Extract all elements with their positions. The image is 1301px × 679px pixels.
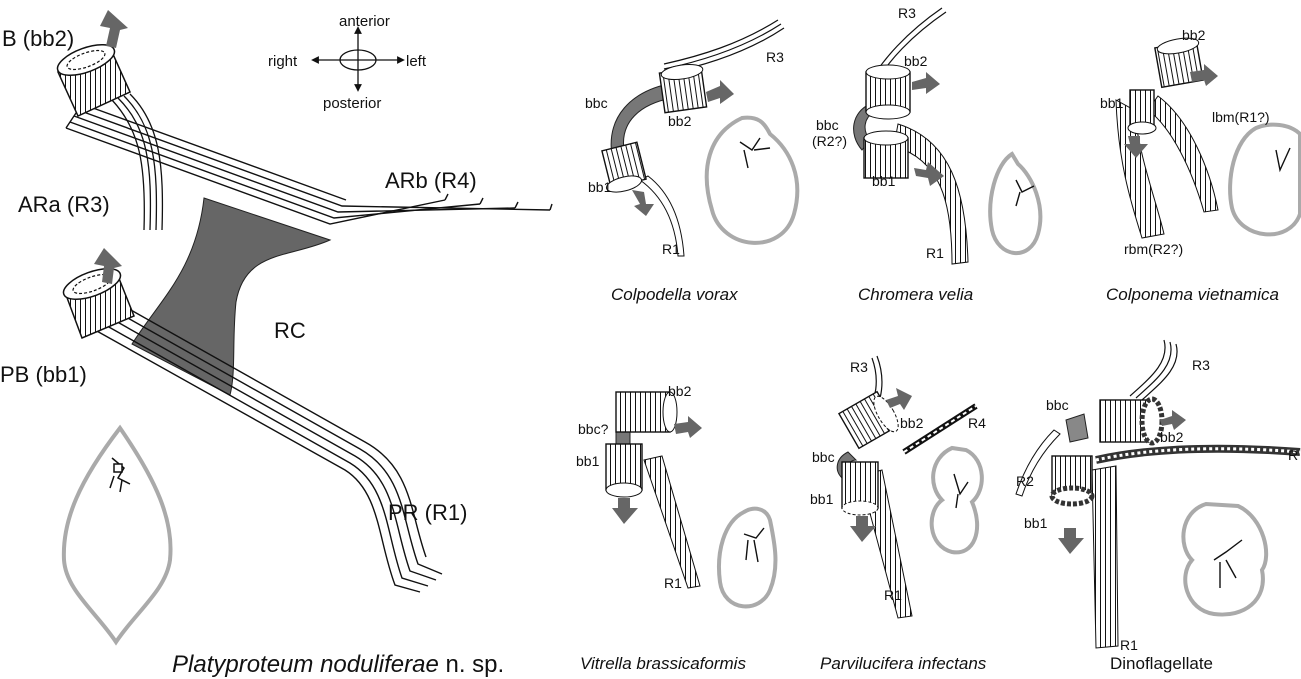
label-bb2: bb2 xyxy=(1160,429,1184,445)
label-bbc: bbc xyxy=(816,117,839,133)
label-bb1: bb1 xyxy=(588,179,612,195)
bb1-basal-body xyxy=(1052,456,1092,504)
caption: Chromera velia xyxy=(858,285,973,304)
label-r1: R1 xyxy=(926,245,944,261)
bb1-direction-arrow xyxy=(632,190,654,216)
label-arb: ARb (R4) xyxy=(385,168,477,193)
bb2-basal-body xyxy=(1100,399,1162,443)
cell-outline xyxy=(719,509,775,607)
compass-posterior: posterior xyxy=(323,95,381,112)
label-r1: R1 xyxy=(1120,637,1138,653)
label-r3: R3 xyxy=(1192,357,1210,373)
bb1-direction-arrow xyxy=(1058,528,1084,554)
label-r4: R4 xyxy=(968,415,986,431)
bb2-basal-body xyxy=(866,65,910,119)
bb2-direction-arrow xyxy=(912,72,940,94)
cell-flagellar-sketch xyxy=(954,474,968,508)
caption: Parvilucifera infectans xyxy=(820,654,987,673)
cell-outline xyxy=(707,118,798,243)
label-r1: R1 xyxy=(664,575,682,591)
label-bbc: bbc xyxy=(1046,397,1069,413)
label-r1: R1 xyxy=(662,241,680,257)
caption: Dinoflagellate xyxy=(1110,654,1213,673)
panel-dinoflagellate: R3 bbc bb2 R2 bb1 R1 R Dinoflagellate xyxy=(1016,340,1300,673)
label-bbc: bbc? xyxy=(578,421,609,437)
r1-root xyxy=(1092,466,1118,648)
caption: Colpodella vorax xyxy=(611,285,738,304)
label-r3: R3 xyxy=(898,5,916,21)
panel-vitrella-brassicaformis: bb2 bbc? bb1 R1 Vitrella brassicaformis xyxy=(576,383,775,673)
r3-root xyxy=(1130,340,1177,400)
label-ara: ARa (R3) xyxy=(18,192,110,217)
bb1-basal-body xyxy=(606,444,642,497)
bb1-basal-body xyxy=(842,462,878,515)
label-bb2: bb2 xyxy=(1182,27,1206,43)
main-caption-suffix: n. sp. xyxy=(439,651,504,678)
label-r3: R3 xyxy=(766,49,784,65)
main-panel: B (bb2) PB (bb1) ARa (R3) ARb (R4) RC PR… xyxy=(0,10,552,678)
label-rbm: rbm(R2?) xyxy=(1124,241,1183,257)
panel-parvilucifera-infectans: R3 bb2 R4 bbc bb1 R1 Parvilucifera infec… xyxy=(810,356,987,673)
label-bb2: bb2 xyxy=(668,383,692,399)
bbc-connector xyxy=(1066,414,1088,442)
panel-colpodella-vorax: bbc bb2 bb1 R3 R1 Colpodella vorax xyxy=(585,20,797,304)
label-r4: R xyxy=(1288,447,1298,463)
bb2-basal-body xyxy=(659,62,706,113)
label-bbc-r2: (R2?) xyxy=(812,133,847,149)
bb1-basal-body xyxy=(1128,90,1156,134)
label-bb2: bb2 xyxy=(668,113,692,129)
cell-outline-main xyxy=(64,428,171,642)
bb2-direction-arrow xyxy=(1160,410,1186,430)
bb2-direction-arrow xyxy=(674,416,702,438)
bb2-direction-arrow xyxy=(886,388,912,410)
cell-flagellar-sketch xyxy=(740,138,770,168)
cell-flagellar-sketch xyxy=(744,528,764,562)
label-r1: R1 xyxy=(884,587,902,603)
arb-r4-root xyxy=(66,104,552,224)
label-pr: PR (R1) xyxy=(388,500,467,525)
bb1-basal-body xyxy=(60,262,134,338)
ara-r3-root xyxy=(112,94,162,230)
label-bb1: bb1 xyxy=(576,453,600,469)
label-r3: R3 xyxy=(850,359,868,375)
caption: Vitrella brassicaformis xyxy=(580,654,746,673)
cell-outline xyxy=(990,154,1040,253)
label-bbc: bbc xyxy=(812,449,835,465)
label-bb2: B (bb2) xyxy=(2,26,74,51)
cell-outline xyxy=(1183,504,1266,615)
r1-root xyxy=(644,456,700,588)
bb2-direction-arrow xyxy=(706,80,734,104)
label-bb2: bb2 xyxy=(904,53,928,69)
main-caption: Platyproteum noduliferae n. sp. xyxy=(172,651,504,678)
panel-colponema-vietnamica: bb2 bb1 lbm(R1?) rbm(R2?) Colponema viet… xyxy=(1100,27,1300,304)
label-bbc: bbc xyxy=(585,95,608,111)
cell-flagellar-sketch-main xyxy=(110,458,130,492)
label-bb1: bb1 xyxy=(810,491,834,507)
label-r2: R2 xyxy=(1016,473,1034,489)
label-lbm: lbm(R1?) xyxy=(1212,109,1270,125)
label-bb2: bb2 xyxy=(900,415,924,431)
bb1-basal-body xyxy=(864,131,908,178)
cell-outline xyxy=(1230,125,1300,235)
label-bb1: bb1 xyxy=(872,173,896,189)
compass-anterior: anterior xyxy=(339,13,390,30)
bb1-direction-arrow xyxy=(612,498,638,524)
label-bb1: bb1 xyxy=(1024,515,1048,531)
bb2-direction-arrow xyxy=(100,10,128,48)
compass-left: left xyxy=(406,53,427,70)
label-bb1: bb1 xyxy=(1100,95,1124,111)
compass-right: right xyxy=(268,53,298,70)
orientation-compass xyxy=(315,30,401,88)
label-rc: RC xyxy=(274,318,306,343)
cell-flagellar-sketch xyxy=(1214,540,1242,588)
r4-root xyxy=(1096,449,1300,460)
caption: Colponema vietnamica xyxy=(1106,285,1279,304)
cell-flagellar-sketch xyxy=(1276,148,1290,170)
lbm-root xyxy=(1148,96,1218,212)
main-caption-species: Platyproteum noduliferae xyxy=(172,651,439,678)
label-bb1: PB (bb1) xyxy=(0,362,87,387)
panel-chromera-velia: bbc (R2?) bb2 bb1 R3 R1 Chromera velia xyxy=(812,5,1040,304)
